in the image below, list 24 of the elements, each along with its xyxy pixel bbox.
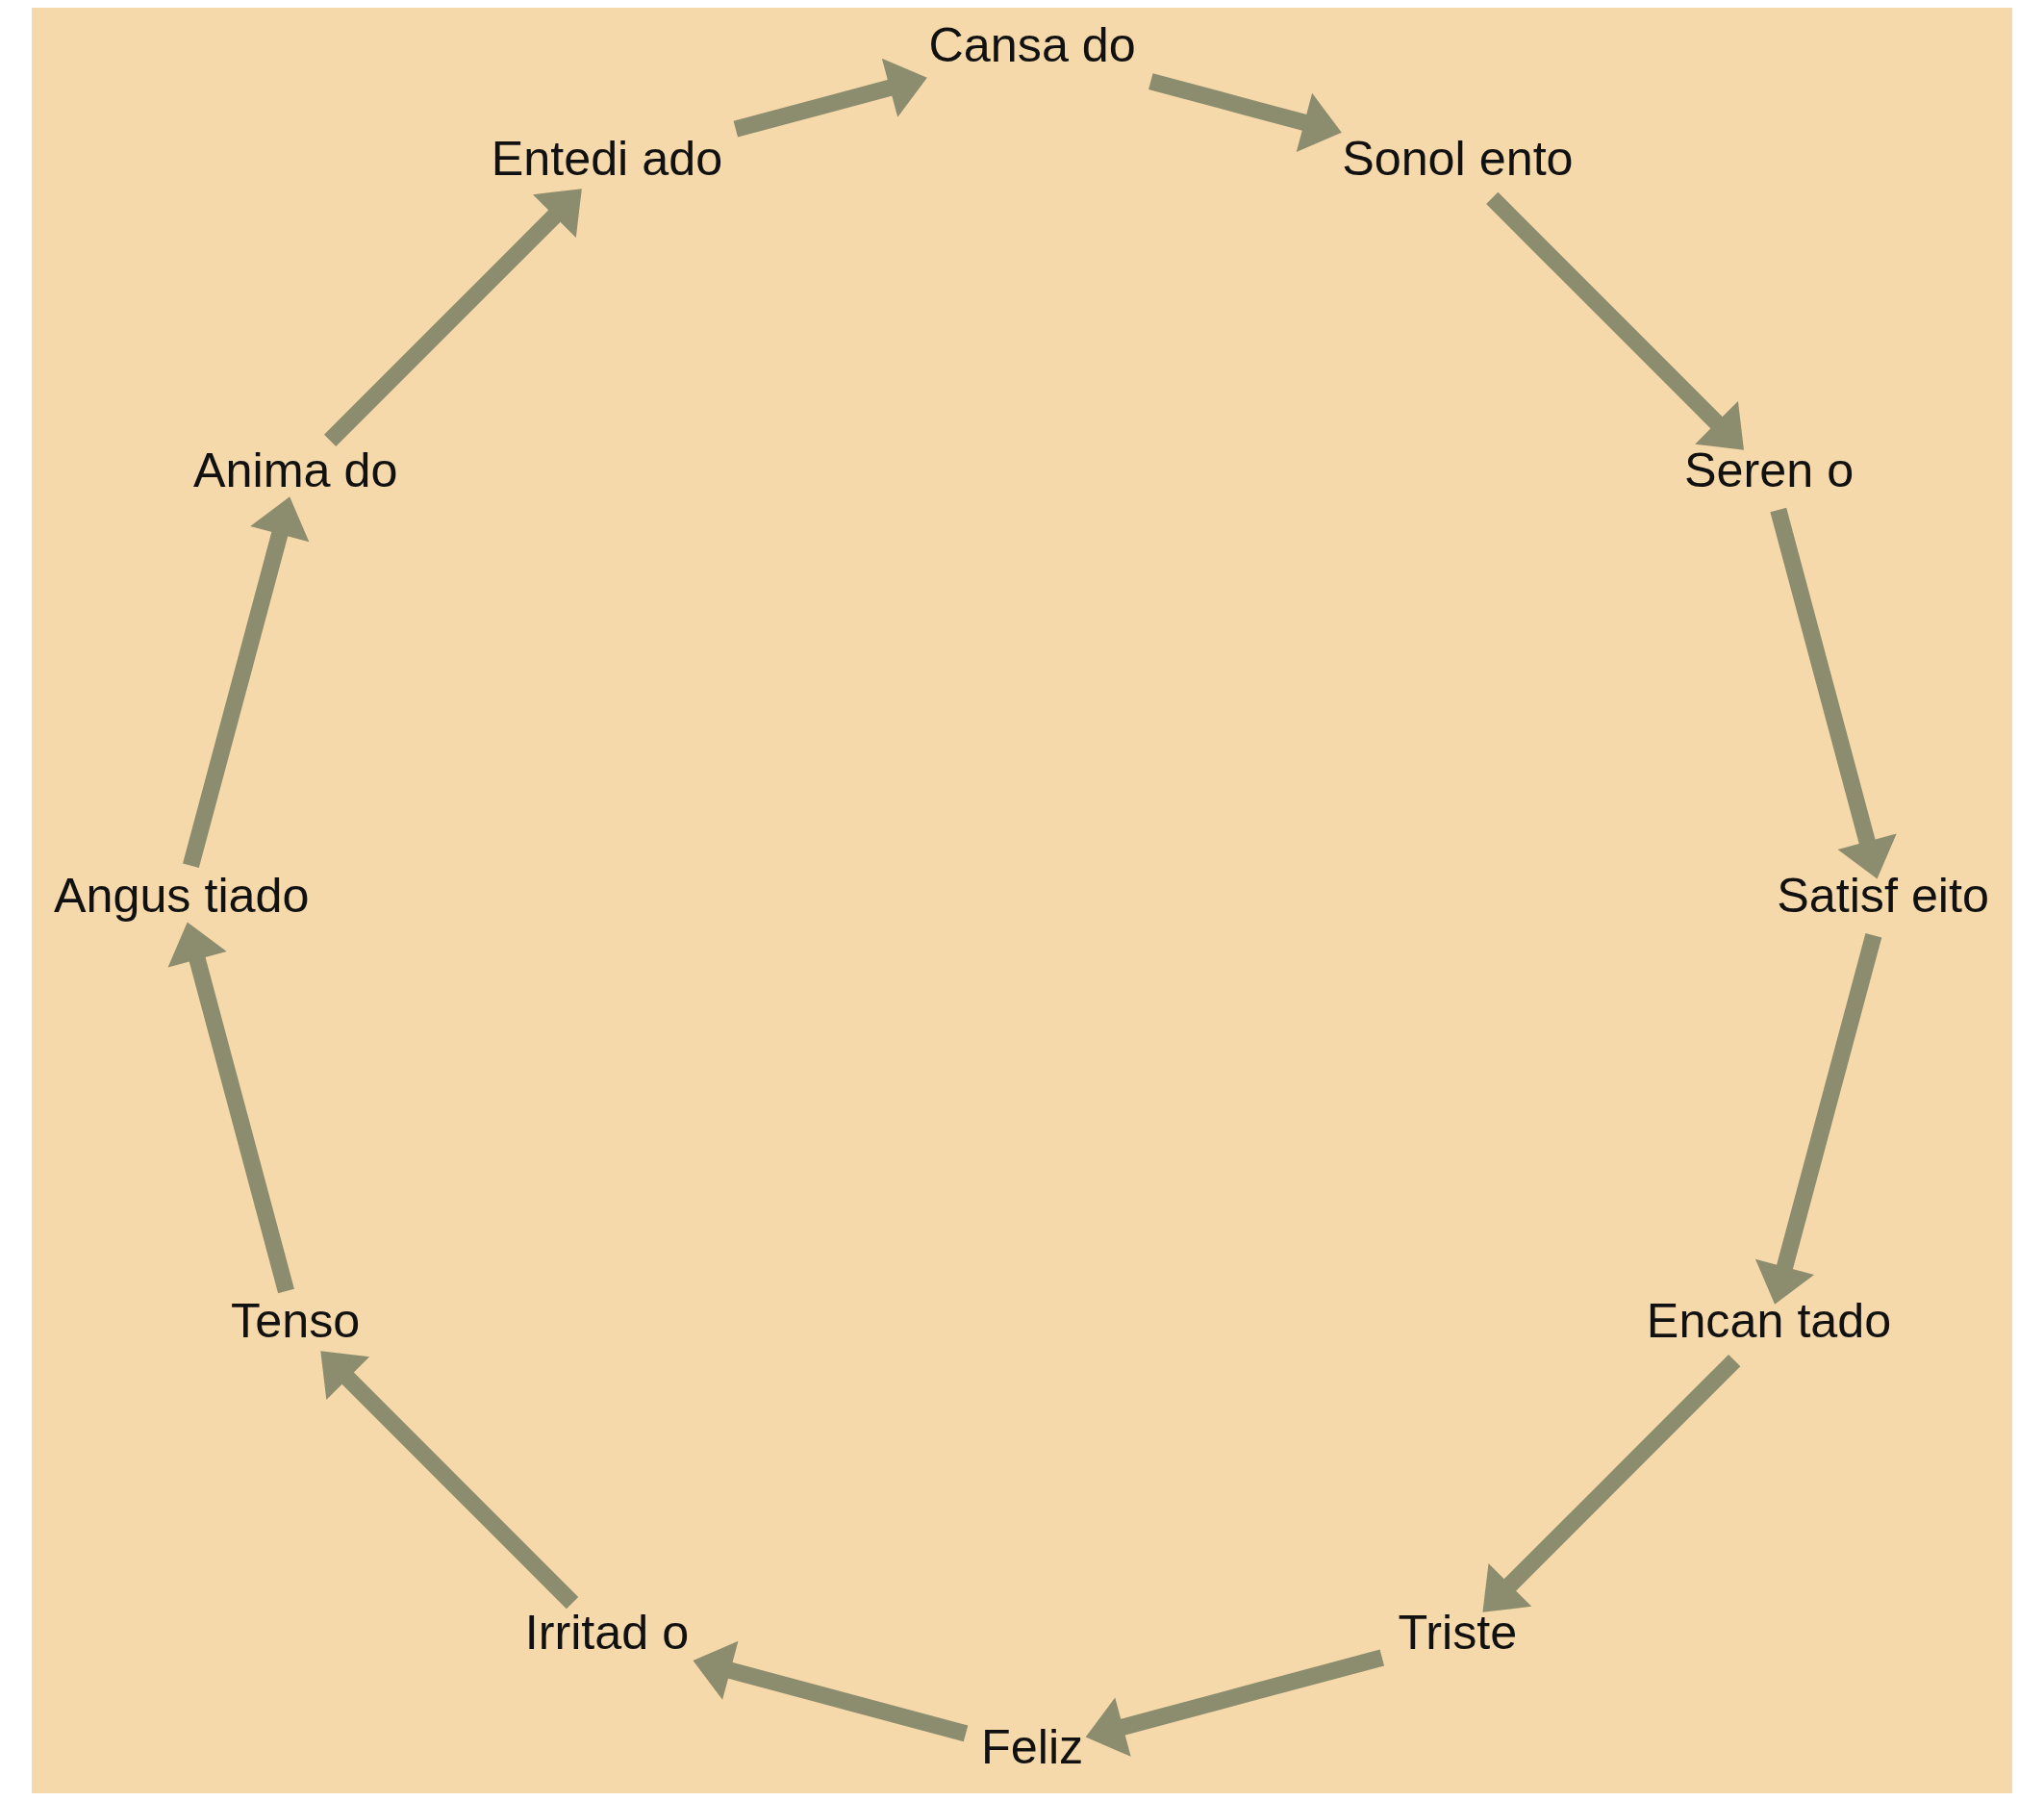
- node-text: Feliz: [981, 1718, 1084, 1774]
- arrow: [1770, 507, 1897, 879]
- arrow: [1486, 191, 1744, 450]
- arrow: [1085, 1649, 1385, 1757]
- node-text: Irritad o: [524, 1605, 690, 1661]
- node-text: Anima do: [193, 442, 398, 497]
- node-text: Angus tiado: [53, 868, 310, 924]
- arrow: [320, 1351, 579, 1610]
- node-text: Tenso: [231, 1293, 361, 1349]
- node-text: Sonol ento: [1342, 131, 1574, 187]
- node-text: Satisf eito: [1777, 868, 1989, 924]
- node-text: Seren o: [1684, 442, 1855, 497]
- arrow: [1148, 73, 1342, 152]
- node-text: Triste: [1398, 1605, 1518, 1661]
- node-text: Cansa do: [928, 16, 1136, 72]
- arrow: [693, 1640, 969, 1742]
- arrow: [323, 189, 582, 447]
- arrow: [167, 922, 294, 1294]
- node-text: Encan tado: [1646, 1293, 1892, 1349]
- node-text: Entedi ado: [491, 131, 723, 187]
- arrow: [1754, 932, 1882, 1305]
- arrow: [183, 496, 310, 869]
- arrow: [1482, 1354, 1741, 1612]
- arrow: [733, 58, 927, 138]
